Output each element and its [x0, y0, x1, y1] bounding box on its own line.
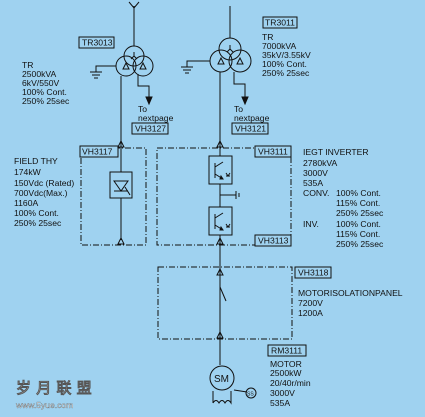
watermark-url: www.5yue.com	[15, 400, 73, 410]
motor-line: MOTOR	[270, 359, 302, 369]
inverter-rating: 3000V	[303, 168, 328, 178]
tr3013-line: 2500kVA	[22, 69, 57, 79]
isolation-line: 7200V	[298, 298, 323, 308]
conv-rating: 100% Cont.	[336, 188, 381, 198]
vh3121-tag-box	[231, 122, 269, 135]
speed-sensor-label: SS	[247, 392, 254, 398]
tr3013-line: TR	[22, 60, 33, 70]
tr3011-next-page: nextpage	[234, 113, 270, 123]
field-thy-title: FIELD THY	[14, 156, 58, 166]
tr3011-next-to: To	[234, 104, 243, 114]
field-thy-line: 700Vdc(Max.)	[14, 188, 68, 198]
isolation-switch	[219, 286, 227, 302]
inv-rating: 100% Cont.	[336, 219, 381, 229]
field-thy-line: 1160A	[14, 198, 38, 208]
motor-line: 535A	[270, 398, 290, 408]
tr3011-line: 7000kVA	[262, 41, 297, 51]
vh3111-tag-box	[254, 145, 292, 158]
vh3111-tag: VH3111	[258, 147, 288, 157]
motor-field-winding	[212, 391, 232, 405]
motor-line: 3000V	[270, 388, 295, 398]
conv-label: CONV.	[303, 188, 329, 198]
isolation-title: MOTORISOLATIONPANEL	[298, 288, 403, 298]
tr3011-transformer	[181, 6, 252, 106]
motor-line: 2500kW	[270, 368, 302, 378]
motor-circle	[209, 365, 235, 391]
inverter-rating: 2780kVA	[303, 158, 338, 168]
tr3011-tag-box	[262, 16, 298, 29]
vh3117-tag-box	[79, 145, 119, 158]
tr3013-line: 6kV/550V	[22, 78, 60, 88]
isolation-panel	[157, 266, 293, 340]
vh3121-tag: VH3121	[235, 124, 266, 134]
inv-label: INV.	[303, 219, 319, 229]
tr3013-transformer	[90, 1, 154, 106]
tr3013-line: 250% 25sec	[22, 96, 70, 106]
vh3117-tag: VH3117	[82, 147, 113, 157]
tr3011-tag: TR3011	[265, 18, 295, 28]
inverter-panel	[156, 147, 292, 246]
field-thy-line: 150Vdc (Rated)	[14, 178, 74, 188]
vh3117-panel	[80, 147, 147, 246]
conv-rating: 250% 25sec	[336, 208, 384, 218]
tr3013-tag: TR3013	[82, 38, 113, 48]
inv-rating: 250% 25sec	[336, 239, 384, 249]
field-thy-line: 174kW	[14, 167, 42, 177]
motor-line: 20/40r/min	[270, 378, 311, 388]
inv-rating: 115% Cont.	[336, 229, 380, 239]
tr3011-line: 250% 25sec	[262, 68, 310, 78]
isolation-line: 1200A	[298, 308, 323, 318]
tr3013-tag-box	[78, 36, 115, 49]
tr3013-next-page: nextpage	[138, 113, 174, 123]
vh3127-tag: VH3127	[135, 124, 166, 134]
field-thy-line: 250% 25sec	[14, 218, 62, 228]
watermark-cn: 岁 月 联 盟	[16, 379, 92, 397]
rm3111-tag: RM3111	[271, 346, 302, 356]
conv-rating: 115% Cont.	[336, 198, 380, 208]
rm3111-tag-box	[267, 344, 307, 357]
vh3118-tag-box	[294, 266, 332, 279]
inverter-title: IEGT INVERTER	[303, 147, 369, 157]
inverter-rating: 535A	[303, 178, 323, 188]
tr3011-line: 100% Cont.	[262, 59, 307, 69]
tr3013-line: 100% Cont.	[22, 87, 67, 97]
speed-sensor-circle	[245, 387, 257, 399]
tr3011-line: 35kV/3.55kV	[262, 50, 311, 60]
tr3011-line: TR	[262, 32, 273, 42]
motor-symbol: SM	[214, 374, 229, 385]
vh3127-tag-box	[131, 122, 169, 135]
vh3113-tag-box	[254, 234, 292, 247]
tr3013-next-to: To	[138, 104, 147, 114]
vh3118-tag: VH3118	[298, 268, 329, 278]
vh3113-tag: VH3113	[258, 236, 289, 246]
field-thy-line: 100% Cont.	[14, 208, 59, 218]
